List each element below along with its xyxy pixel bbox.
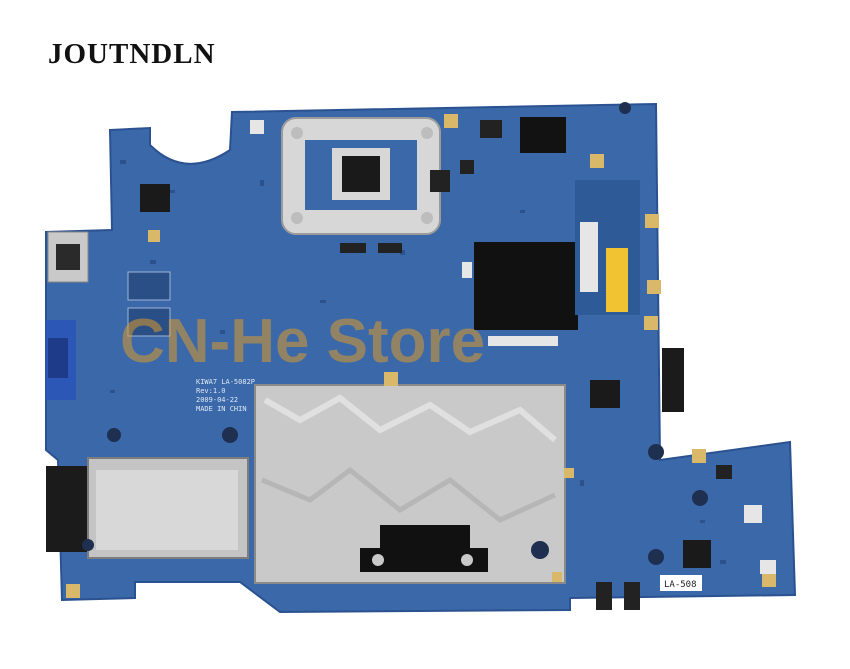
board-origin-label: MADE IN CHIN (196, 405, 247, 413)
board-model-label: KIWA7 LA-5082P (196, 378, 255, 386)
board-rev-label: Rev:1.0 (196, 387, 226, 395)
brand-title: JOUTNDLN (48, 38, 216, 70)
sub-board-label: LA-508 (664, 580, 697, 590)
watermark-text: CN-He Store (120, 307, 485, 376)
board-date-label: 2009-04-22 (196, 396, 238, 404)
